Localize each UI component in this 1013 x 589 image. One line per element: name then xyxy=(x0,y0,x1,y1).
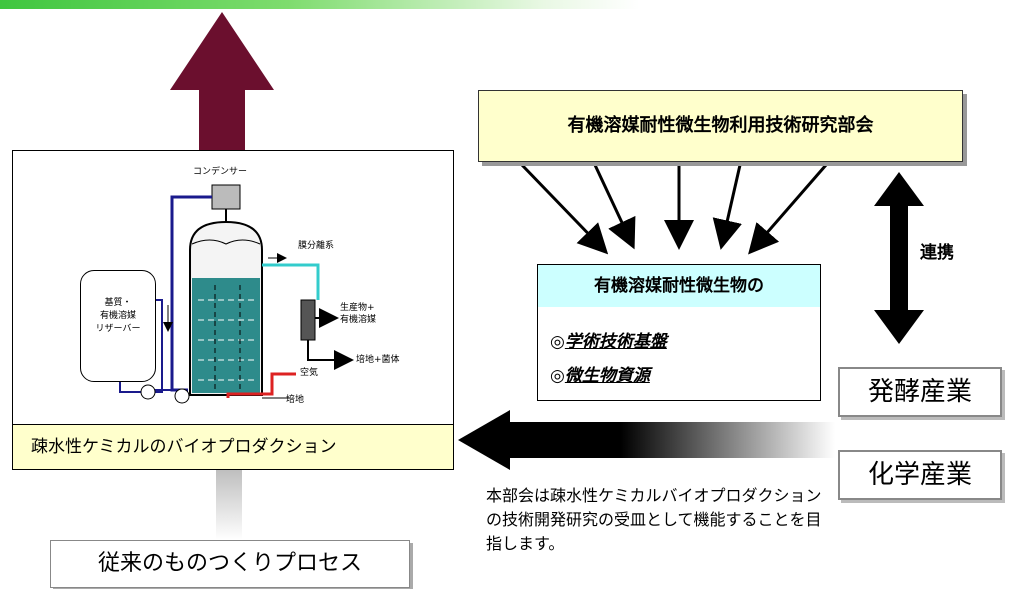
renkei-label: 連携 xyxy=(920,243,954,263)
info-title: 有機溶媒耐性微生物の xyxy=(538,265,820,307)
legacy-process-box: 従来のものつくりプロセス xyxy=(50,540,410,588)
top-gradient-bar xyxy=(0,0,640,9)
info-item-resource-text[interactable]: 微生物資源 xyxy=(564,366,650,386)
membrane-label: 膜分離系 xyxy=(298,241,335,251)
double-arrow-renkei xyxy=(874,172,924,344)
product-label: 生産物+ 有機溶媒 xyxy=(340,303,377,325)
chemical-industry-box: 化学産業 xyxy=(838,450,1002,500)
info-item-academic: ◎学術技術基盤 xyxy=(550,327,667,352)
ferment-industry-box: 発酵産業 xyxy=(838,367,1002,417)
medium-label: 培地 xyxy=(286,395,305,405)
condenser-label: コンデンサー xyxy=(193,167,248,177)
reservoir: 基質・ 有機溶媒 リザーバー xyxy=(80,270,156,382)
converging-arrows xyxy=(520,163,828,255)
info-box: 有機溶媒耐性微生物の ◎学術技術基盤 ◎微生物資源 xyxy=(537,264,821,401)
medium-cells-label: 培地+菌体 xyxy=(356,355,400,365)
double-circle-icon: ◎ xyxy=(550,366,565,386)
info-item-resource: ◎微生物資源 xyxy=(550,361,650,386)
description-text: 本部会は疎水性ケミカルバイオプロダクションの技術開発研究の受皿として機能すること… xyxy=(486,486,822,553)
bioreactor-caption-text: 疎水性ケミカルのバイオプロダクション xyxy=(31,437,337,457)
air-label: 空気 xyxy=(300,368,319,378)
left-arrow-gradient xyxy=(458,410,835,470)
organization-box: 有機溶媒耐性微生物利用技術研究部会 xyxy=(478,90,963,162)
up-arrow-grey xyxy=(216,468,242,540)
bioreactor-caption: 疎水性ケミカルのバイオプロダクション xyxy=(12,424,454,470)
info-item-academic-text[interactable]: 学術技術基盤 xyxy=(564,332,667,352)
double-circle-icon: ◎ xyxy=(550,332,565,352)
up-arrow-maroon xyxy=(170,12,274,152)
